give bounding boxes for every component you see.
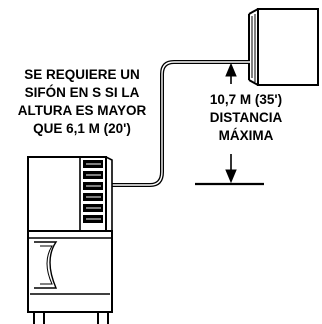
- siphon-note-line: SIFÓN EN S SI LA: [24, 85, 140, 100]
- ice-machine-icon: [27, 156, 113, 324]
- distance-value: 10,7 M (35'): [209, 92, 283, 107]
- siphon-note-line: SE REQUIERE UN: [24, 67, 140, 82]
- siphon-note-line: ALTURA ES MAYOR: [17, 103, 147, 118]
- distance-label-line: DISTANCIA: [209, 110, 283, 125]
- condenser-unit-icon: [248, 8, 319, 86]
- distance-label-line: MÁXIMA: [218, 128, 274, 143]
- dimension-arrow-icon: [195, 62, 264, 186]
- siphon-requirement-note: SE REQUIERE UN SIFÓN EN S SI LA ALTURA E…: [2, 66, 162, 138]
- siphon-note-line: QUE 6,1 M (20'): [33, 121, 131, 136]
- max-distance-label: 10,7 M (35') DISTANCIA MÁXIMA: [182, 91, 310, 145]
